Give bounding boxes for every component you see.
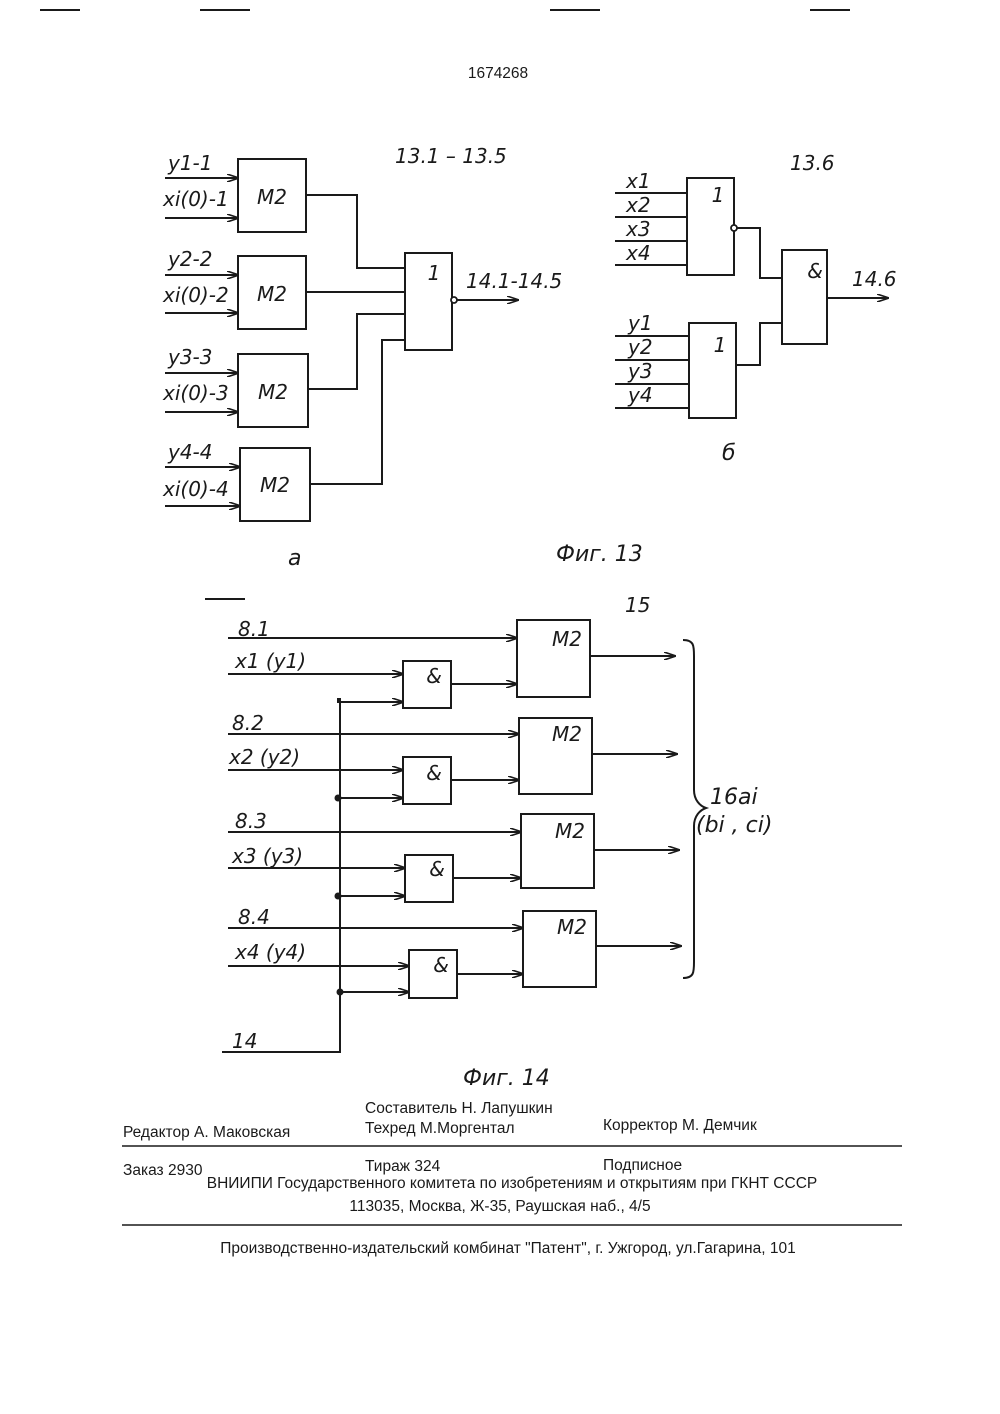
or-top-input-4: x4 <box>625 241 651 265</box>
xor-gate-3-label: M2 <box>555 819 585 843</box>
publisher-line: Производственно-издательский комбинат "П… <box>220 1240 795 1257</box>
or-block-b-top-label: 1 <box>712 183 725 207</box>
xor-block-3-label: M2 <box>258 380 288 404</box>
and-gate-3-label: & <box>429 857 445 881</box>
output-label-16ai: 16ai <box>710 785 758 810</box>
output-label-bi-ci: (bi , ci) <box>696 813 772 838</box>
xor2-input2-label: xi(0)-2 <box>162 283 229 307</box>
or-bottom-input-4: у4 <box>627 383 653 407</box>
inversion-circle <box>451 297 457 303</box>
part-b-label: б <box>722 441 736 466</box>
xor4-input1-label: у4-4 <box>167 440 213 464</box>
inversion-circle-b <box>731 225 737 231</box>
corrector-line: Корректор М. Демчик <box>603 1117 757 1134</box>
xor2-input1-label: у2-2 <box>167 247 213 271</box>
fig14-caption: Фиг. 14 <box>463 1066 550 1091</box>
row3-input-x: x3 (у3) <box>231 844 303 868</box>
order-line: Заказ 2930 <box>123 1162 203 1179</box>
and-gate-1-label: & <box>426 664 442 688</box>
or-block-b-bottom-label: 1 <box>714 333 727 357</box>
xor-block-1-label: M2 <box>257 185 287 209</box>
institute-line: ВНИИПИ Государственного комитета по изоб… <box>207 1175 817 1192</box>
xor4-input2-label: xi(0)-4 <box>162 477 229 501</box>
group-label-13-6: 13.6 <box>790 151 835 175</box>
row4-input-x: x4 (у4) <box>234 940 306 964</box>
junction-dot-2 <box>335 893 342 900</box>
row3-input-b: 8.3 <box>235 809 267 833</box>
output-label-14-1-14-5: 14.1-14.5 <box>466 269 562 293</box>
fig13-part-b: 13.6 1 x1 x2 x3 x4 1 у1 у2 у3 у4 & 14.6 … <box>615 151 897 466</box>
or-block-b-bottom <box>689 323 736 418</box>
or-top-input-1: x1 <box>625 169 651 193</box>
xor-gate-1-label: M2 <box>552 627 582 651</box>
and-gate-4-label: & <box>433 953 449 977</box>
group-label-13-1-13-5: 13.1 – 13.5 <box>395 144 507 168</box>
junction-dot-1 <box>335 795 342 802</box>
or-top-input-2: x2 <box>625 193 651 217</box>
fig13-caption: Фиг. 13 <box>556 542 643 567</box>
composer-line: Составитель Н. Лапушкин <box>365 1100 553 1117</box>
xor-gate-2-label: M2 <box>552 722 582 746</box>
or-block-b-top <box>687 178 734 275</box>
xor3-input1-label: у3-3 <box>167 345 213 369</box>
circulation-line: Тираж 324 <box>365 1158 441 1175</box>
techred-line: Техред М.Моргентал <box>365 1120 515 1137</box>
or-bottom-input-3: у3 <box>627 359 653 383</box>
xor1-input1-label: у1-1 <box>167 151 213 175</box>
part-a-label: а <box>288 546 301 571</box>
subscription-line: Подписное <box>603 1157 682 1174</box>
row4-input-b: 8.4 <box>238 905 270 929</box>
row2-input-x: x2 (у2) <box>228 745 300 769</box>
xor1-input2-label: xi(0)-1 <box>162 187 229 211</box>
row1-input-x: x1 (у1) <box>234 649 306 673</box>
or-top-input-3: x3 <box>625 217 651 241</box>
row2-input-b: 8.2 <box>232 711 264 735</box>
patent-number: 1674268 <box>468 65 528 82</box>
output-label-14-6: 14.6 <box>852 267 897 291</box>
imprint-footer: Составитель Н. Лапушкин Редактор А. Мако… <box>122 1100 902 1257</box>
and-block-b-label: & <box>807 259 823 283</box>
group-label-15: 15 <box>625 593 650 617</box>
or-bottom-input-2: у2 <box>627 335 653 359</box>
editor-line: Редактор А. Маковская <box>123 1124 290 1141</box>
junction-dot-3 <box>337 989 344 996</box>
or-bottom-input-1: у1 <box>627 311 653 335</box>
fig13-part-a: 13.1 – 13.5 M2 у1-1 xi(0)-1 M2 у2-2 xi(0… <box>162 144 562 571</box>
common-input-14: 14 <box>232 1029 257 1053</box>
xor3-input2-label: xi(0)-3 <box>162 381 229 405</box>
xor-block-2-label: M2 <box>257 282 287 306</box>
xor-gate-4-label: M2 <box>557 915 587 939</box>
xor-block-4-label: M2 <box>260 473 290 497</box>
address-line: 113035, Москва, Ж-35, Раушская наб., 4/5 <box>349 1198 650 1215</box>
or-block-a-label: 1 <box>428 261 441 285</box>
output-brace <box>683 640 706 978</box>
and-gate-2-label: & <box>426 761 442 785</box>
fig14: 15 8.1 x1 (у1) & M2 8.2 x2 (у2) & M2 8.3… <box>205 593 772 1053</box>
